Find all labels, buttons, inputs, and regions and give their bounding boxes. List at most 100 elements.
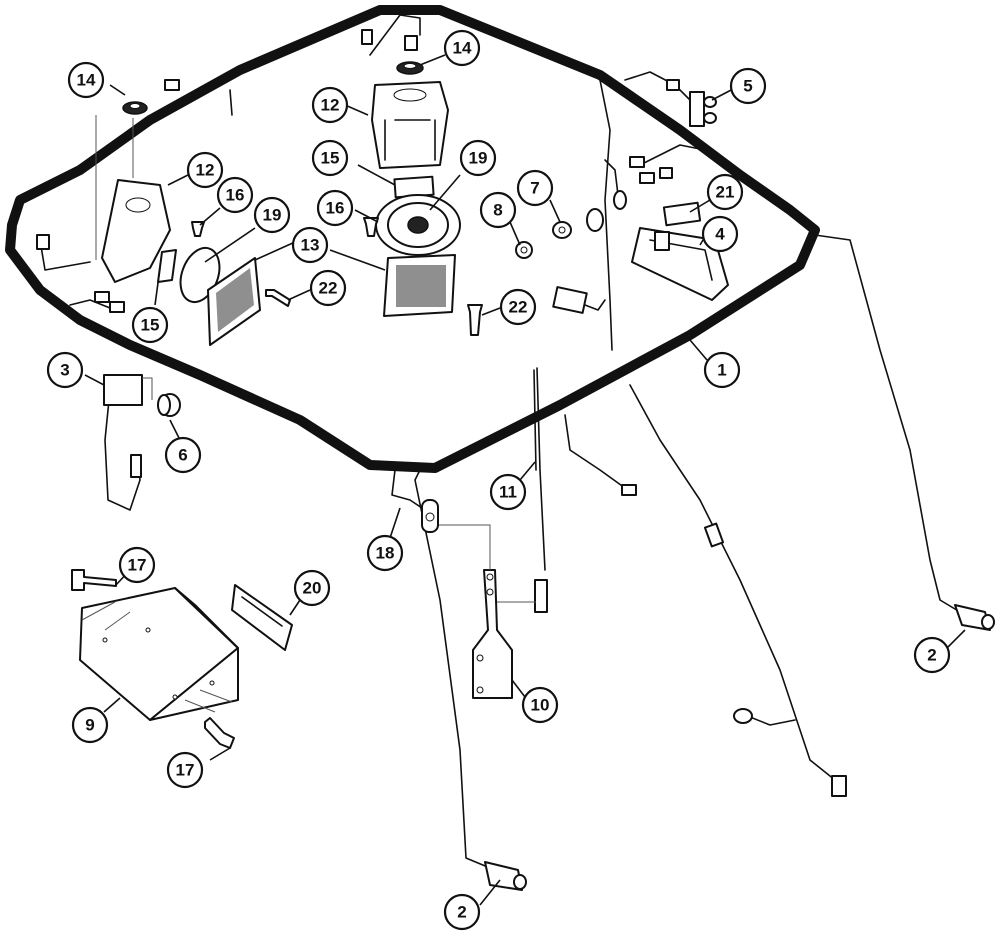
switch-5 [689, 91, 717, 127]
svg-text:14: 14 [453, 39, 472, 58]
mounting-box-9 [79, 587, 239, 721]
svg-text:9: 9 [85, 716, 94, 735]
screw-17-lower [204, 717, 235, 749]
svg-text:19: 19 [263, 206, 282, 225]
callout-1: 1 [703, 351, 741, 389]
svg-text:22: 22 [319, 279, 338, 298]
svg-text:10: 10 [531, 696, 550, 715]
ring-terminal-harness [586, 208, 604, 232]
callout-10: 10 [521, 686, 559, 724]
wire-branch-to-switch-5 [624, 71, 691, 101]
connector-plug-lower [831, 775, 847, 797]
wire-branch-to-module [599, 79, 613, 351]
wire-harness-to-connector-11 [564, 414, 626, 489]
main-harness-loop [5, 5, 820, 473]
callout-2-right: 2 [913, 636, 951, 674]
antenna-mast [536, 367, 546, 571]
svg-text:5: 5 [743, 77, 752, 96]
speaker-grille-upper [383, 254, 456, 317]
callout-7: 7 [516, 169, 554, 207]
callout-13: 13 [291, 226, 329, 264]
wire-branch-to-eyelet [604, 159, 619, 196]
wire-branch-top-left [229, 89, 233, 116]
svg-text:12: 12 [321, 96, 340, 115]
callout-15-upper: 15 [311, 139, 349, 177]
ring-terminal-eyelet [613, 190, 627, 210]
wire-relay-lead [104, 389, 141, 511]
speaker-upper [375, 194, 461, 256]
callout-4: 4 [701, 215, 739, 253]
wire-branch-top [369, 14, 421, 56]
callout-22-right: 22 [499, 288, 537, 326]
svg-text:17: 17 [176, 761, 195, 780]
svg-text:19: 19 [469, 149, 488, 168]
wire-lead-18 [391, 469, 426, 511]
connector-plug-harness-a [629, 156, 645, 168]
callout-12-left: 12 [186, 151, 224, 189]
inline-fuse-holder [703, 522, 725, 548]
svg-text:6: 6 [178, 446, 187, 465]
svg-text:22: 22 [509, 298, 528, 317]
speaker-grille-left [207, 257, 261, 346]
callout-8: 8 [479, 191, 517, 229]
speaker-enclosure-upper [371, 81, 449, 169]
connector-plug-top-right [404, 35, 418, 51]
callout-3: 3 [46, 351, 84, 389]
callout-18: 18 [366, 534, 404, 572]
wire-branch-left-low [69, 299, 111, 309]
connector-plug-left [36, 234, 50, 250]
wire-to-right-connector-2 [814, 234, 961, 613]
callout-17-lower: 17 [166, 751, 204, 789]
wire-junction-box [552, 286, 588, 314]
svg-text:2: 2 [457, 903, 466, 922]
callout-16-upper: 16 [316, 189, 354, 227]
callout-17-upper: 17 [118, 546, 156, 584]
wire-eyelet-lower [744, 714, 796, 726]
connector-plug-left-low-a [94, 291, 110, 303]
svg-text:11: 11 [499, 483, 517, 502]
antenna-mount-plate [472, 569, 513, 699]
speaker-enclosure-left [101, 179, 171, 283]
screw-22-right [467, 304, 483, 336]
svg-text:18: 18 [376, 544, 395, 563]
screw-22-left [265, 289, 291, 307]
wire-to-bottom-connector-2 [414, 469, 491, 869]
svg-text:4: 4 [715, 225, 725, 244]
connector-21 [662, 201, 702, 227]
connector-plug-top-left [164, 79, 180, 91]
antenna-base [534, 579, 548, 613]
svg-text:3: 3 [60, 361, 69, 380]
wire-harness-lower-right [629, 384, 836, 781]
wire-branch-to-connector-21 [639, 144, 706, 166]
callout-16-left: 16 [216, 176, 254, 214]
callout-6: 6 [164, 436, 202, 474]
callout-14-upper: 14 [443, 29, 481, 67]
svg-text:17: 17 [128, 556, 147, 575]
callout-20: 20 [293, 569, 331, 607]
gasket-left [157, 249, 177, 283]
connector-2-bottom [484, 861, 527, 891]
ring-terminal-lower [733, 708, 753, 724]
screw-upper [363, 217, 379, 237]
svg-text:16: 16 [326, 199, 345, 218]
connector-plug-left-low-b [109, 301, 125, 313]
callout-9: 9 [71, 706, 109, 744]
connector-2-right [954, 604, 995, 631]
relay-3 [103, 374, 143, 406]
svg-text:16: 16 [226, 186, 245, 205]
connector-plug-harness-b [639, 172, 655, 184]
callout-12-upper: 12 [311, 86, 349, 124]
connector-plug-top [361, 29, 373, 45]
screw-17-upper [71, 569, 117, 591]
svg-text:8: 8 [493, 201, 502, 220]
callout-11: 11 [489, 473, 527, 511]
connector-plug-antenna-lead [621, 484, 637, 496]
callout-14-left: 14 [67, 61, 105, 99]
svg-text:13: 13 [301, 236, 320, 255]
callout-15-left: 15 [131, 306, 169, 344]
bracket-20 [231, 584, 293, 651]
callout-21: 21 [706, 173, 744, 211]
svg-text:21: 21 [716, 183, 735, 202]
svg-text:15: 15 [141, 316, 160, 335]
